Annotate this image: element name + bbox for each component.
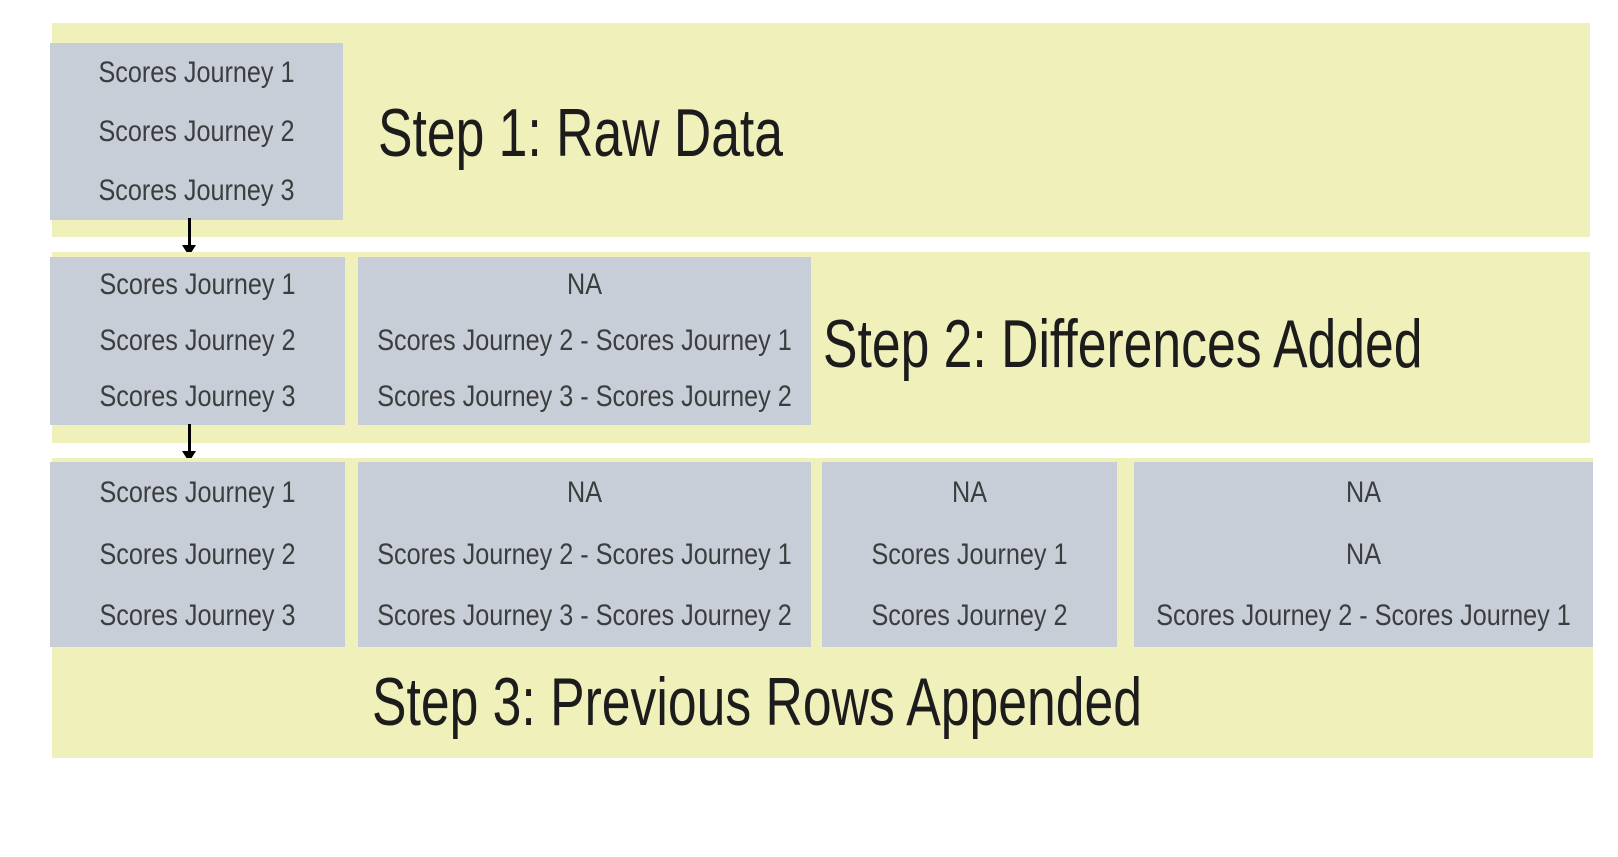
step2-differences-box: NA Scores Journey 2 - Scores Journey 1 S… — [358, 257, 811, 425]
box-row: NA — [951, 475, 988, 509]
box-row: Scores Journey 1 — [871, 537, 1068, 571]
box-row: Scores Journey 1 — [99, 268, 296, 301]
box-row: Scores Journey 2 - Scores Journey 1 — [1156, 599, 1571, 633]
step1-raw-data-box: Scores Journey 1 Scores Journey 2 Scores… — [50, 43, 343, 220]
box-row: Scores Journey 2 — [99, 324, 296, 357]
box-row: NA — [1345, 475, 1382, 509]
box-row: Scores Journey 3 - Scores Journey 2 — [377, 380, 792, 413]
down-arrow-icon — [179, 424, 199, 464]
step2-title: Step 2: Differences Added — [823, 306, 1423, 382]
box-row: Scores Journey 2 — [99, 537, 296, 571]
arrow-head — [182, 245, 196, 256]
step3-raw-data-box: Scores Journey 1 Scores Journey 2 Scores… — [50, 462, 345, 647]
box-row: Scores Journey 3 - Scores Journey 2 — [377, 599, 792, 633]
arrow-line — [187, 424, 191, 452]
box-row: Scores Journey 3 — [98, 173, 295, 207]
box-row: Scores Journey 3 — [99, 599, 296, 633]
step3-title: Step 3: Previous Rows Appended — [372, 664, 1142, 740]
box-row: Scores Journey 1 — [98, 55, 295, 89]
step1-title: Step 1: Raw Data — [378, 95, 784, 171]
step2-raw-data-box: Scores Journey 1 Scores Journey 2 Scores… — [50, 257, 345, 425]
step3-previous-differences-box: NA NA Scores Journey 2 - Scores Journey … — [1134, 462, 1593, 647]
arrow-head — [182, 451, 196, 462]
box-row: NA — [566, 475, 603, 509]
step3-differences-box: NA Scores Journey 2 - Scores Journey 1 S… — [358, 462, 811, 647]
box-row: Scores Journey 1 — [99, 475, 296, 509]
box-row: Scores Journey 2 - Scores Journey 1 — [377, 537, 792, 571]
box-row: NA — [1345, 537, 1382, 571]
step3-previous-scores-box: NA Scores Journey 1 Scores Journey 2 — [822, 462, 1117, 647]
box-row: Scores Journey 2 — [98, 114, 295, 148]
arrow-line — [187, 218, 191, 246]
box-row: Scores Journey 3 — [99, 380, 296, 413]
box-row: Scores Journey 2 — [871, 599, 1068, 633]
box-row: NA — [566, 268, 603, 301]
box-row: Scores Journey 2 - Scores Journey 1 — [377, 324, 792, 357]
down-arrow-icon — [179, 218, 199, 258]
